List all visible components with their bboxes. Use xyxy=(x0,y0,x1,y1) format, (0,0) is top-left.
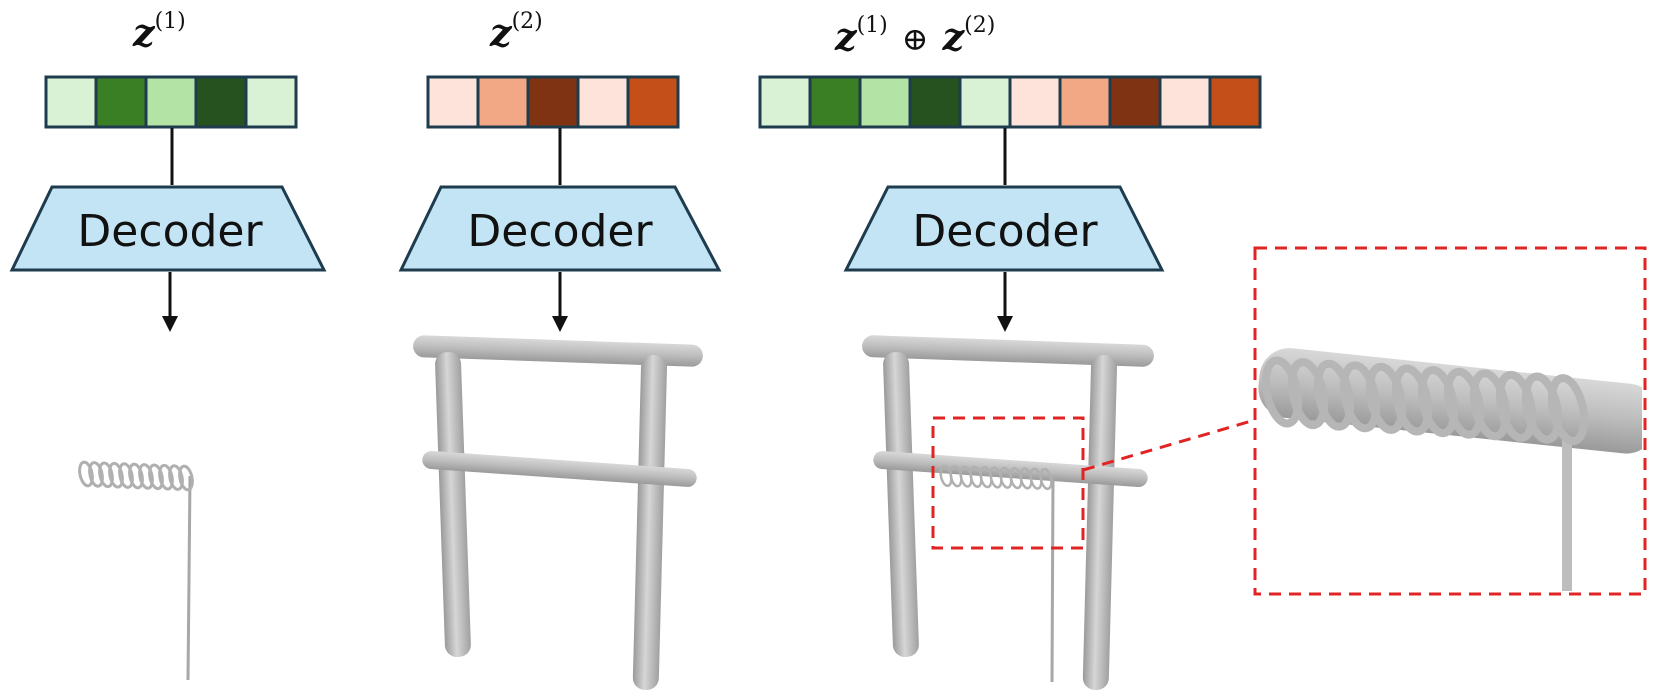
zoom-source-box xyxy=(931,416,1085,550)
coil-loop xyxy=(1261,356,1303,428)
coil-loop xyxy=(108,461,124,489)
decoder-1: Decoder xyxy=(9,185,327,272)
latent-cell xyxy=(958,75,1012,129)
arrow-head-icon xyxy=(552,316,568,332)
coil-loop xyxy=(1547,374,1589,446)
frame-shape-output xyxy=(413,335,703,690)
latent-cell xyxy=(44,75,98,129)
coil-loop xyxy=(1365,362,1407,434)
coil-loop xyxy=(78,460,94,488)
coil-loop xyxy=(1495,370,1537,442)
coil-loop xyxy=(1417,366,1459,438)
coil-loop xyxy=(158,463,174,491)
latent-cell xyxy=(1208,75,1262,129)
latent-cell xyxy=(908,75,962,129)
latent-cell xyxy=(1058,75,1112,129)
coil-loop xyxy=(178,464,194,492)
coil-loop xyxy=(1521,372,1563,444)
latent-cell xyxy=(244,75,298,129)
latent-cell xyxy=(576,75,630,129)
coil-loop xyxy=(1339,361,1381,433)
zoom-inset-content xyxy=(1258,348,1642,591)
arrow-heads xyxy=(162,316,1013,332)
latent-cell xyxy=(526,75,580,129)
coil-loop xyxy=(1313,359,1355,431)
arrow-head-icon xyxy=(162,316,178,332)
coil-loop xyxy=(128,462,144,490)
latent-vector-z2 xyxy=(426,75,680,129)
latent-label-z2: z(2) xyxy=(490,9,543,55)
decoder-2: Decoder xyxy=(398,185,722,272)
connectors xyxy=(168,128,1007,318)
latent-cell xyxy=(476,75,530,129)
decoder-label: Decoder xyxy=(77,206,263,257)
latent-label-concat: z(1)⊕z(2) xyxy=(835,13,996,59)
zoom-inset-box xyxy=(1253,246,1647,596)
latent-cell xyxy=(194,75,248,129)
latent-cell xyxy=(144,75,198,129)
spring-shape-output xyxy=(78,460,194,681)
coil-loop xyxy=(168,464,184,491)
latent-cell xyxy=(1158,75,1212,129)
coil-loop xyxy=(98,461,114,489)
latent-cell xyxy=(808,75,862,129)
combined-shape-output xyxy=(862,335,1154,690)
decoder-label: Decoder xyxy=(912,206,1098,257)
coil-loop xyxy=(1443,367,1485,439)
latent-label-z1: z(1) xyxy=(133,9,186,55)
latent-cell xyxy=(426,75,480,129)
coil-loop xyxy=(88,461,104,488)
latent-cell xyxy=(1108,75,1162,129)
coil-loop xyxy=(1287,358,1329,430)
zoom-indicator xyxy=(931,246,1647,596)
coil-loop xyxy=(1391,364,1433,436)
zoom-connector-line xyxy=(1082,418,1256,472)
decoder-3: Decoder xyxy=(843,185,1165,272)
arrow-head-icon xyxy=(997,316,1013,332)
latent-cell xyxy=(94,75,148,129)
coil-loop xyxy=(138,463,154,490)
latent-cell xyxy=(626,75,680,129)
coil-loop xyxy=(148,463,164,491)
decoder-label: Decoder xyxy=(467,206,653,257)
coil-loop xyxy=(118,462,134,489)
coil-loop xyxy=(1039,467,1053,491)
latent-cell xyxy=(858,75,912,129)
latent-vector-z1 xyxy=(44,75,298,129)
latent-cell xyxy=(1008,75,1062,129)
coil-loop xyxy=(1469,369,1511,441)
latent-cell xyxy=(758,75,812,129)
latent-vector-concat xyxy=(758,75,1262,129)
